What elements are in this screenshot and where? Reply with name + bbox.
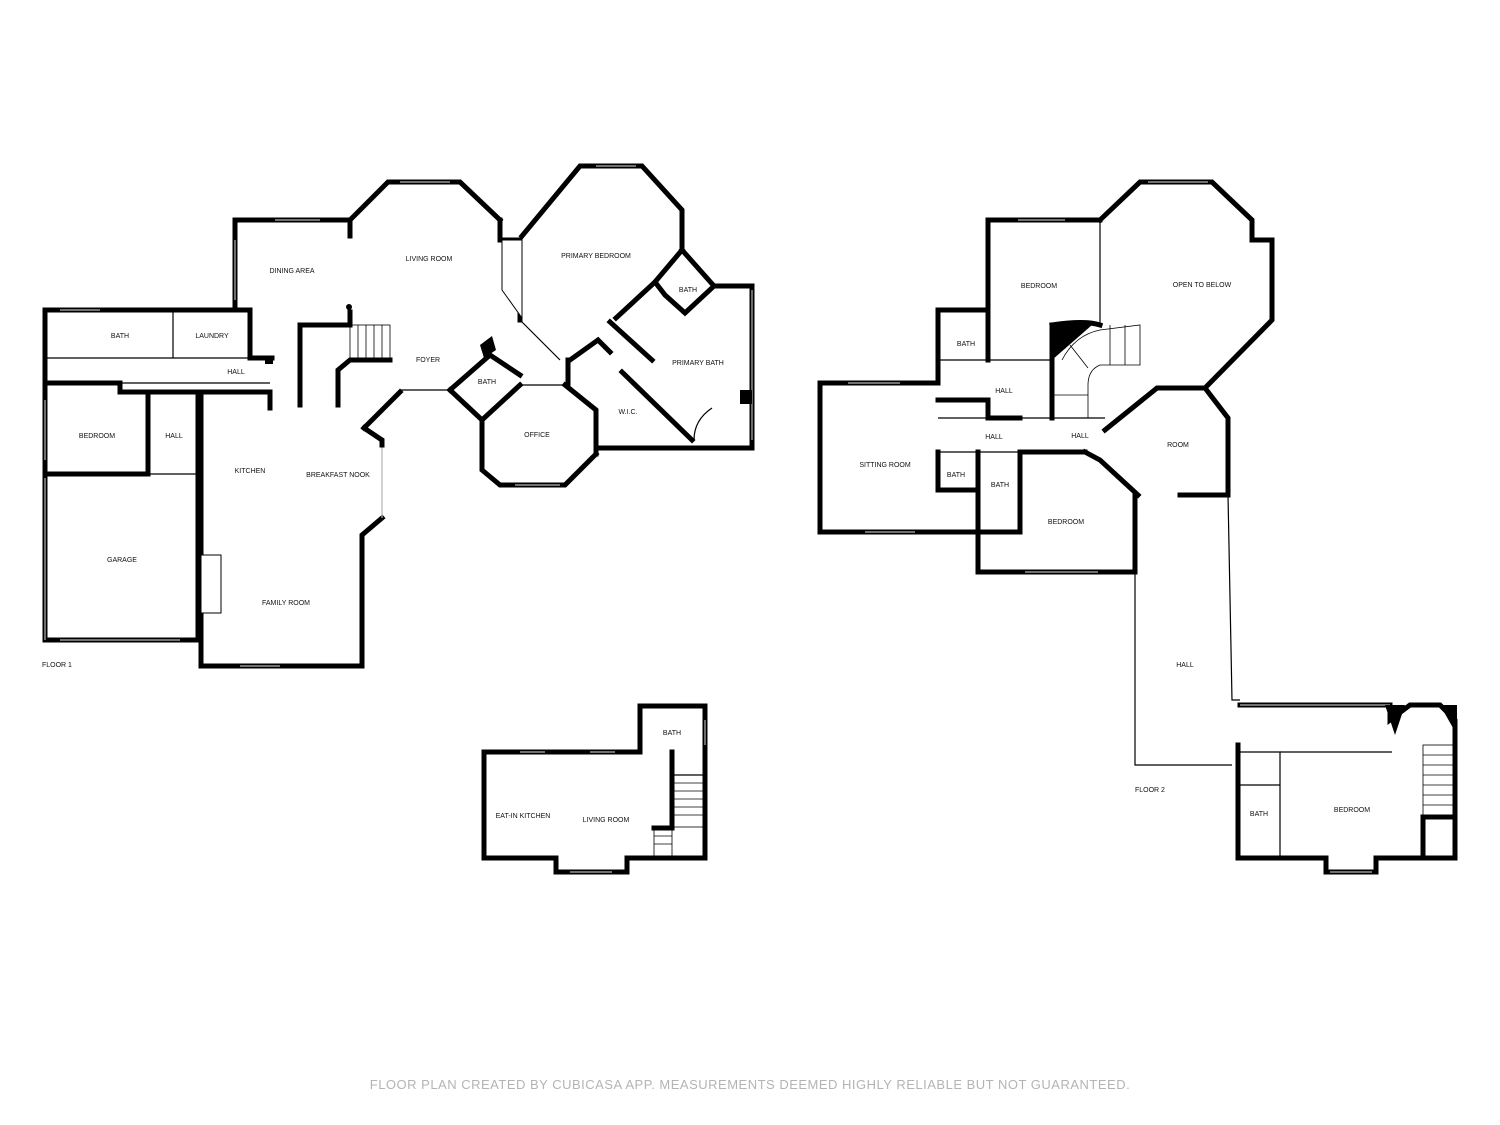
room-label-bath-c: BATH [991,482,1009,489]
room-label-wic: W.I.C. [618,409,637,416]
room-label-bedroom-top: BEDROOM [1021,283,1057,290]
room-label-bedroom: BEDROOM [79,433,115,440]
room-label-family-room: FAMILY ROOM [262,600,310,607]
room-label-eat-in-kitchen: EAT-IN KITCHEN [496,813,551,820]
room-label-annex-bath: BATH [663,730,681,737]
room-label-annex-living-room: LIVING ROOM [583,817,630,824]
room-label-bath-d: BATH [1250,811,1268,818]
room-label-hall-small: HALL [165,433,183,440]
room-label-bath-mid: BATH [478,379,496,386]
room-label-hall-a: HALL [995,388,1013,395]
room-label-breakfast-nook: BREAKFAST NOOK [306,472,370,479]
floor-2-label: FLOOR 2 [1135,787,1165,794]
room-label-primary-bedroom: PRIMARY BEDROOM [561,253,631,260]
room-label-laundry: LAUNDRY [195,333,229,340]
floor-2-plan [817,179,1458,875]
room-label-hall-top: HALL [227,369,245,376]
disclaimer-footer: FLOOR PLAN CREATED BY CUBICASA APP. MEAS… [369,1077,1131,1092]
room-label-garage: GARAGE [107,557,137,564]
room-label-hall-long: HALL [1176,662,1194,669]
room-label-sitting-room: SITTING ROOM [859,462,911,469]
room-label-primary-bath: PRIMARY BATH [672,360,724,367]
room-label-bath-a: BATH [957,341,975,348]
room-label-room: ROOM [1167,442,1189,449]
floor-1-label: FLOOR 1 [42,662,72,669]
room-labels: BATH LAUNDRY HALL BEDROOM HALL GARAGE DI… [42,253,1370,824]
room-label-office: OFFICE [524,432,550,439]
room-label-bedroom-right: BEDROOM [1334,807,1370,814]
room-label-living-room: LIVING ROOM [406,256,453,263]
room-label-dining-area: DINING AREA [269,268,314,275]
room-label-bedroom-mid: BEDROOM [1048,519,1084,526]
room-label-bath-top: BATH [111,333,129,340]
floor-1-plan [42,163,755,669]
room-label-bath-b: BATH [947,472,965,479]
room-label-open-to-below: OPEN TO BELOW [1173,282,1232,289]
room-label-bath-primary: BATH [679,287,697,294]
room-label-hall-b: HALL [985,434,1003,441]
room-label-hall-c: HALL [1071,433,1089,440]
room-label-foyer: FOYER [416,357,440,364]
annex-plan [481,703,708,875]
room-label-kitchen: KITCHEN [235,468,266,475]
